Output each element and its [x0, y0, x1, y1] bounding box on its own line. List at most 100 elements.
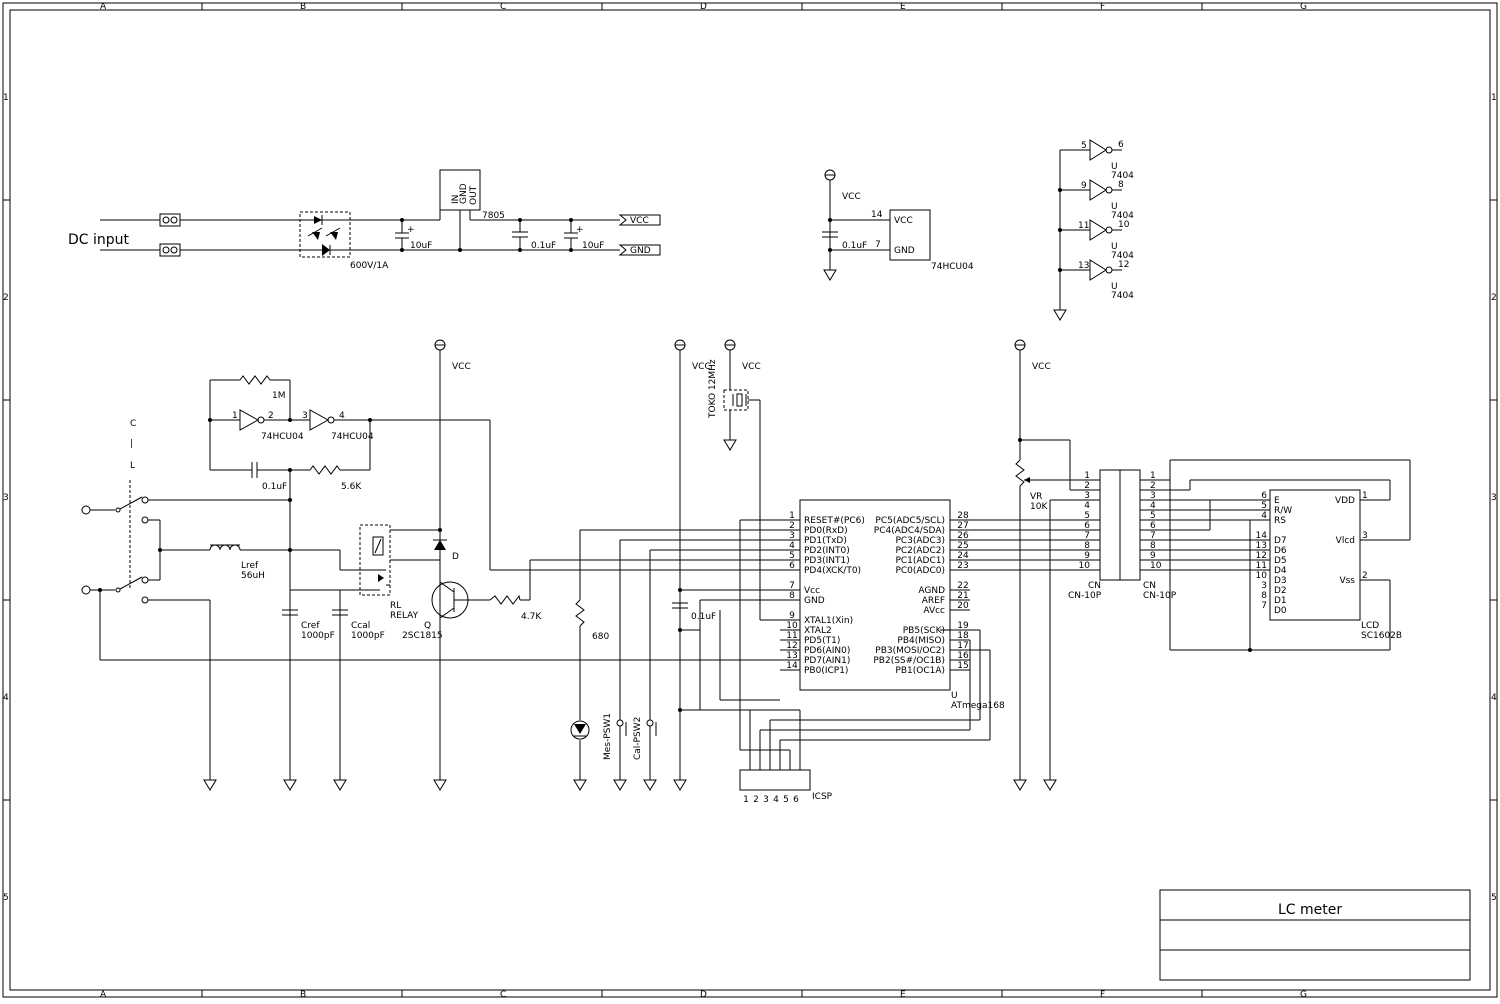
mcu-pin-number: 2 — [789, 521, 795, 531]
cn-left-part: CN-10P — [1068, 591, 1102, 601]
cn-left-ref: CN — [1088, 581, 1101, 591]
col-label-f-bottom: F — [1100, 990, 1105, 1000]
icsp-pin-number: 2 — [753, 795, 759, 805]
lcd-pin-name: D6 — [1274, 546, 1287, 556]
mcu-decoupling: 0.1uF — [691, 612, 716, 622]
icsp-pin-number: 1 — [743, 795, 749, 805]
row-label-5-left: 5 — [3, 893, 9, 903]
cap-c-out-value: 10uF — [582, 241, 604, 251]
lcd-pin-number: 8 — [1261, 591, 1267, 601]
cn-left-pin-number: 1 — [1084, 471, 1090, 481]
icsp-pin-number: 3 — [763, 795, 769, 805]
mcu-pin-number: 12 — [786, 641, 797, 651]
hcu04-cap-value: 0.1uF — [842, 241, 867, 251]
svg-text:+: + — [407, 225, 415, 235]
r-fb-value: 1M — [272, 391, 286, 401]
mcu-pin-name: PB2(SS#/OC1B) — [873, 656, 945, 666]
lcd-pin-name: D0 — [1274, 606, 1287, 616]
lref-label: Lref — [241, 561, 259, 571]
svg-text:7404: 7404 — [1111, 291, 1134, 301]
diode-label: D — [452, 552, 459, 562]
mcu-pin-name: PD7(AIN1) — [804, 656, 850, 666]
mcu-pin-number: 19 — [957, 621, 969, 631]
row-label-4-right: 4 — [1491, 693, 1497, 703]
lcd-pin-name: Vss — [1339, 576, 1355, 586]
reg-pin-in: IN — [451, 195, 461, 204]
hcu04-vcc-label: VCC — [842, 192, 861, 202]
push-switch-mes[interactable]: Mes-PSW1 — [603, 539, 800, 791]
mcu-pin-number: 21 — [957, 591, 968, 601]
sw2-label: Cal-PSW2 — [633, 717, 643, 760]
col-label-e-top: E — [900, 2, 906, 12]
mcu-pin-name: Vcc — [804, 586, 820, 596]
vr-vcc-label: VCC — [1032, 362, 1051, 372]
g1-part: 74HCU04 — [261, 432, 304, 442]
svg-text:|: | — [130, 439, 133, 449]
svg-text:11: 11 — [1078, 221, 1089, 231]
led-and-switches: 680 Mes-PSW1 Cal-PSW2 — [570, 529, 800, 791]
contrast-pot: VCC VR 10K — [1013, 339, 1100, 791]
spare-gate-3: 11 10 U 7404 — [1058, 219, 1134, 261]
col-label-b-bottom: B — [300, 990, 306, 1000]
lcd-pin-name: D5 — [1274, 556, 1287, 566]
svg-text:7404: 7404 — [1111, 211, 1134, 221]
row-label-2-right: 2 — [1491, 293, 1497, 303]
c-couple-value: 0.1uF — [262, 482, 287, 492]
row-label-2-left: 2 — [3, 293, 9, 303]
reg-pin-out: OUT — [469, 185, 479, 205]
svg-text:5: 5 — [1081, 141, 1087, 151]
svg-text:U: U — [1111, 282, 1118, 292]
mcu-pin-name: PD2(INT0) — [804, 546, 850, 556]
lcd-pin-name: D1 — [1274, 596, 1287, 606]
cn-left-pin-number: 8 — [1084, 541, 1090, 551]
mcu-pin-number: 11 — [786, 631, 797, 641]
mcu-pin-number: 16 — [957, 651, 969, 661]
mcu-pin-name: PB1(OC1A) — [895, 666, 945, 676]
dc-terminal-top — [159, 213, 181, 227]
mcu-pin-name: PB5(SCK) — [903, 626, 945, 636]
cref-label: Cref — [301, 621, 320, 631]
svg-text:GND: GND — [630, 246, 651, 256]
power-supply: DC input 600V/1A + 10u — [68, 169, 661, 271]
push-switch-cal[interactable]: Cal-PSW2 — [633, 549, 800, 791]
col-label-f-top: F — [1100, 2, 1105, 12]
col-label-g-top: G — [1300, 2, 1307, 12]
mcu-pin-number: 6 — [789, 561, 795, 571]
mcu-pin-number: 23 — [957, 561, 968, 571]
svg-text:13: 13 — [1078, 261, 1089, 271]
svg-text:14: 14 — [871, 210, 883, 220]
sw-c-label: C — [130, 419, 136, 429]
mcu-pin-name: PB3(MOSI/OC2) — [875, 646, 945, 656]
row-label-5-right: 5 — [1491, 893, 1497, 903]
col-label-c-top: C — [500, 2, 506, 12]
cn-left-pin-number: 5 — [1084, 511, 1090, 521]
mcu-pin-name: PC1(ADC1) — [895, 556, 945, 566]
mcu-pin-number: 25 — [957, 541, 968, 551]
lcd-pin-name: E — [1274, 496, 1280, 506]
cn-right-pin-number: 6 — [1150, 521, 1156, 531]
spare-gate-2: 9 8 U 7404 — [1058, 179, 1134, 221]
mcu-pin-name: PC2(ADC2) — [895, 546, 945, 556]
svg-text:U: U — [1111, 202, 1118, 212]
cref-value: 1000pF — [301, 631, 335, 641]
